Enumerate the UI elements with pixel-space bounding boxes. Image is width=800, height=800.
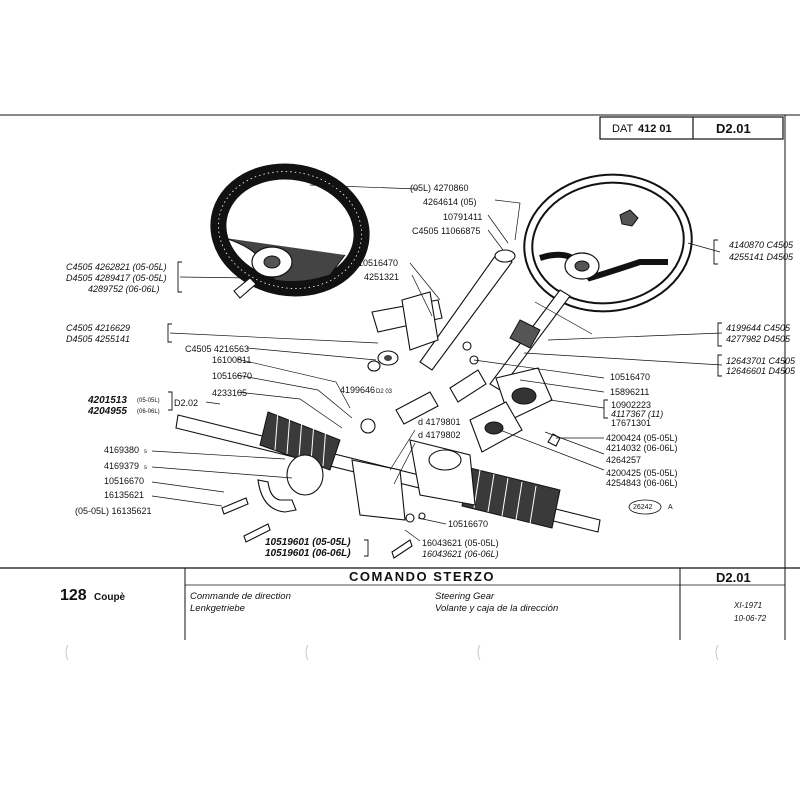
figure-ref-suffix: A [668, 504, 673, 511]
label-4199644: 4199644 C4505 [726, 323, 791, 333]
label-4201513-note: (05-05L) [137, 398, 160, 404]
label-4204955: 4204955 [87, 406, 127, 417]
dat-label: DAT [612, 123, 633, 135]
label-10516670-b: 10516670 [104, 476, 144, 486]
label-10516670-c: 10516670 [448, 519, 488, 529]
steering-wheel-right [523, 173, 693, 313]
label-4270860: (05L) 4270860 [410, 183, 469, 193]
label-ref-d202: D2.02 [174, 398, 198, 408]
label-4204955-note: (06-06L) [137, 409, 160, 415]
label-12646601: 12646601 D4505 [726, 366, 796, 376]
label-10516470-top: 10516470 [358, 258, 398, 268]
s-mark-1: s [144, 449, 147, 455]
desc-fr: Commande de direction [190, 591, 291, 602]
label-4255141-left: D4505 4255141 [66, 334, 130, 344]
mounting-plates [462, 341, 561, 453]
desc-en: Steering Gear [435, 591, 495, 602]
wheel-hub-parts [367, 350, 399, 372]
label-4201513: 4201513 [87, 395, 127, 406]
label-10519601-b: 10519601 (06-06L) [265, 548, 351, 559]
label-4251321: 4251321 [364, 272, 399, 282]
steering-column-tube [371, 249, 516, 371]
label-16135621-b: (05-05L) 16135621 [75, 506, 152, 516]
label-4169380: 4169380 [104, 445, 139, 455]
label-16043621-b: 16043621 (06-06L) [422, 549, 499, 559]
label-4140870: 4140870 C4505 [729, 240, 794, 250]
figure-ref-badge: 26242 A [628, 499, 673, 515]
label-10902223: 10902223 [611, 400, 651, 410]
rack-housing [175, 409, 601, 533]
label-17671301: 17671301 [611, 418, 651, 428]
footer-code: D2.01 [716, 570, 751, 585]
brackets [167, 239, 722, 557]
label-10516670-a: 10516670 [212, 371, 252, 381]
s-mark-2: s [144, 465, 147, 471]
label-16100811: 16100811 [212, 355, 251, 365]
label-4254843: 4254843 (06-06L) [606, 478, 678, 488]
label-4199646: 4199646 [340, 385, 375, 395]
label-12643701: 12643701 C4505 [726, 356, 796, 366]
footer-date-1: XI-1971 [733, 601, 762, 610]
punch-marks [65, 644, 719, 661]
desc-de: Lenkgetriebe [190, 603, 245, 614]
header-code: D2.01 [716, 121, 751, 136]
dat-number: 412 01 [638, 123, 672, 135]
label-4289417: D4505 4289417 (05-05L) [66, 273, 167, 283]
clamp-and-bolts [221, 479, 426, 559]
footer: 128 Coupè COMANDO STERZO Commande de dir… [0, 567, 800, 640]
label-10519601-a: 10519601 (05-05L) [265, 537, 351, 548]
label-4216563: C4505 4216563 [185, 344, 249, 354]
label-16135621: 16135621 [104, 490, 144, 500]
model-number: 128 [60, 587, 87, 604]
label-11066875: C4505 11066875 [412, 226, 480, 236]
label-4214032: 4214032 (06-06L) [606, 443, 678, 453]
label-4200425: 4200425 (05-05L) [606, 468, 678, 478]
desc-es: Volante y caja de la dirección [435, 603, 558, 614]
label-4262821: C4505 4262821 (05-05L) [66, 262, 167, 272]
label-4216629: C4505 4216629 [66, 323, 130, 333]
model-name: Coupè [94, 592, 126, 603]
label-4200424: 4200424 (05-05L) [606, 433, 678, 443]
label-4264614: 4264614 (05) [423, 197, 477, 207]
figure-ref-number: 26242 [633, 504, 653, 511]
label-4233105: 4233105 [212, 388, 247, 398]
label-4255141-right: 4255141 D4505 [729, 252, 794, 262]
label-4199646-note: D2 03 [376, 389, 393, 395]
label-4169379: 4169379 [104, 461, 139, 471]
part-labels: (05L) 4270860 4264614 (05) 10791411 C450… [66, 183, 796, 559]
footer-date-2: 10-06-72 [734, 614, 767, 623]
label-4179801: d 4179801 [418, 417, 461, 427]
label-4264257: 4264257 [606, 455, 641, 465]
leader-lines [151, 184, 723, 542]
universal-joint [360, 369, 487, 434]
label-15896211: 15896211 [610, 387, 649, 397]
label-16043621-a: 16043621 (05-05L) [422, 538, 499, 548]
label-4277982: 4277982 D4505 [726, 334, 791, 344]
label-10516470-b: 10516470 [610, 372, 650, 382]
header-box: DAT 412 01 D2.01 [599, 116, 784, 140]
label-10791411: 10791411 [443, 212, 482, 222]
label-4117367: 4117367 (11) [611, 409, 663, 419]
label-4179802: d 4179802 [418, 430, 461, 440]
steering-wheel-left [210, 163, 370, 299]
label-4289752: 4289752 (06-06L) [88, 284, 160, 294]
footer-title: COMANDO STERZO [349, 569, 495, 584]
